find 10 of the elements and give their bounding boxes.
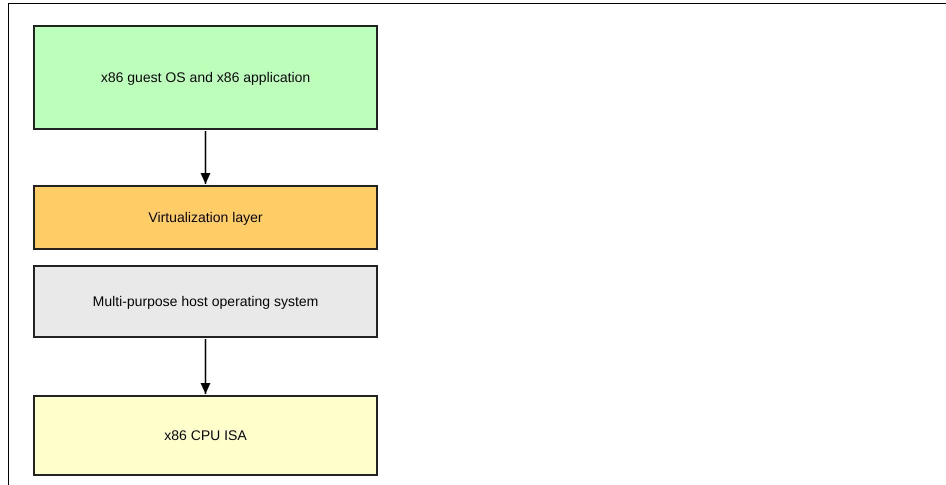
- layer-box: [33, 185, 378, 250]
- arrow: [200, 339, 210, 394]
- layer-box: [33, 25, 378, 130]
- arrow: [200, 131, 210, 184]
- layer-label: Multi-purpose host operating system: [92, 293, 318, 310]
- layer-label: x86 CPU ISA: [164, 427, 247, 444]
- layer-box: [33, 395, 378, 476]
- layer-box: [33, 265, 378, 338]
- layer-label: Virtualization layer: [148, 209, 263, 226]
- layer-label: x86 guest OS and x86 application: [100, 69, 310, 86]
